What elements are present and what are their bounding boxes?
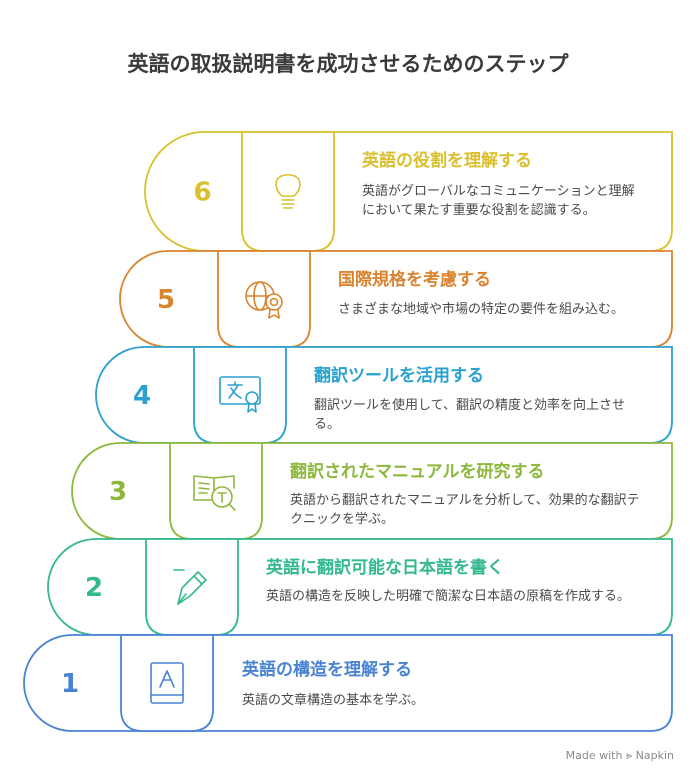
icon-panel: [145, 538, 239, 636]
step-number: 3: [109, 477, 127, 507]
step-title: 翻訳ツールを活用する: [314, 366, 484, 386]
made-with-napkin-credit: Made with ⪢ Napkin: [565, 749, 674, 762]
icon-panel: [217, 250, 311, 348]
step-title: 英語に翻訳可能な日本語を書く: [266, 558, 504, 578]
step-description: さまざまな地域や市場の特定の要件を組み込む。: [338, 302, 625, 317]
translate-icon: [219, 376, 261, 413]
book-search-icon: [193, 475, 236, 511]
lightbulb-icon: [275, 173, 301, 209]
pen-icon: [173, 569, 207, 605]
step-title: 翻訳されたマニュアルを研究する: [290, 462, 545, 482]
step-1: 1: [23, 634, 673, 732]
step-title: 国際規格を考慮する: [338, 270, 491, 290]
step-number: 2: [85, 573, 103, 603]
step-title: 英語の構造を理解する: [242, 660, 412, 680]
step-number: 4: [133, 381, 151, 411]
step-description: 翻訳ツールを使用して、翻訳の精度と効率を向上させる。: [314, 398, 625, 432]
step-description: 英語がグローバルなコミュニケーションと理解において果たす重要な役割を認識する。: [362, 184, 635, 218]
step-description: 英語から翻訳されたマニュアルを分析して、効果的な翻訳テクニックを学ぶ。: [290, 493, 640, 527]
step-5: 5: [119, 250, 673, 348]
step-2: 2: [47, 538, 673, 636]
page-title: 英語の取扱説明書を成功させるためのステップ: [127, 52, 569, 76]
step-number: 1: [61, 669, 79, 699]
globe-certificate-icon: [245, 281, 283, 319]
icon-panel: [193, 346, 287, 444]
icon-panel: [241, 131, 335, 252]
step-4: 4: [95, 346, 673, 444]
step-description: 英語の構造を反映した明確で簡潔な日本語の原稿を作成する。: [266, 589, 631, 604]
icon-panel: [120, 634, 214, 732]
step-6: 6: [144, 131, 673, 252]
step-3: 3: [71, 442, 673, 540]
step-number: 6: [193, 178, 211, 208]
step-description: 英語の文章構造の基本を学ぶ。: [242, 693, 425, 708]
step-title: 英語の役割を理解する: [362, 151, 532, 171]
book-a-icon: [150, 662, 184, 704]
step-number: 5: [157, 285, 175, 315]
